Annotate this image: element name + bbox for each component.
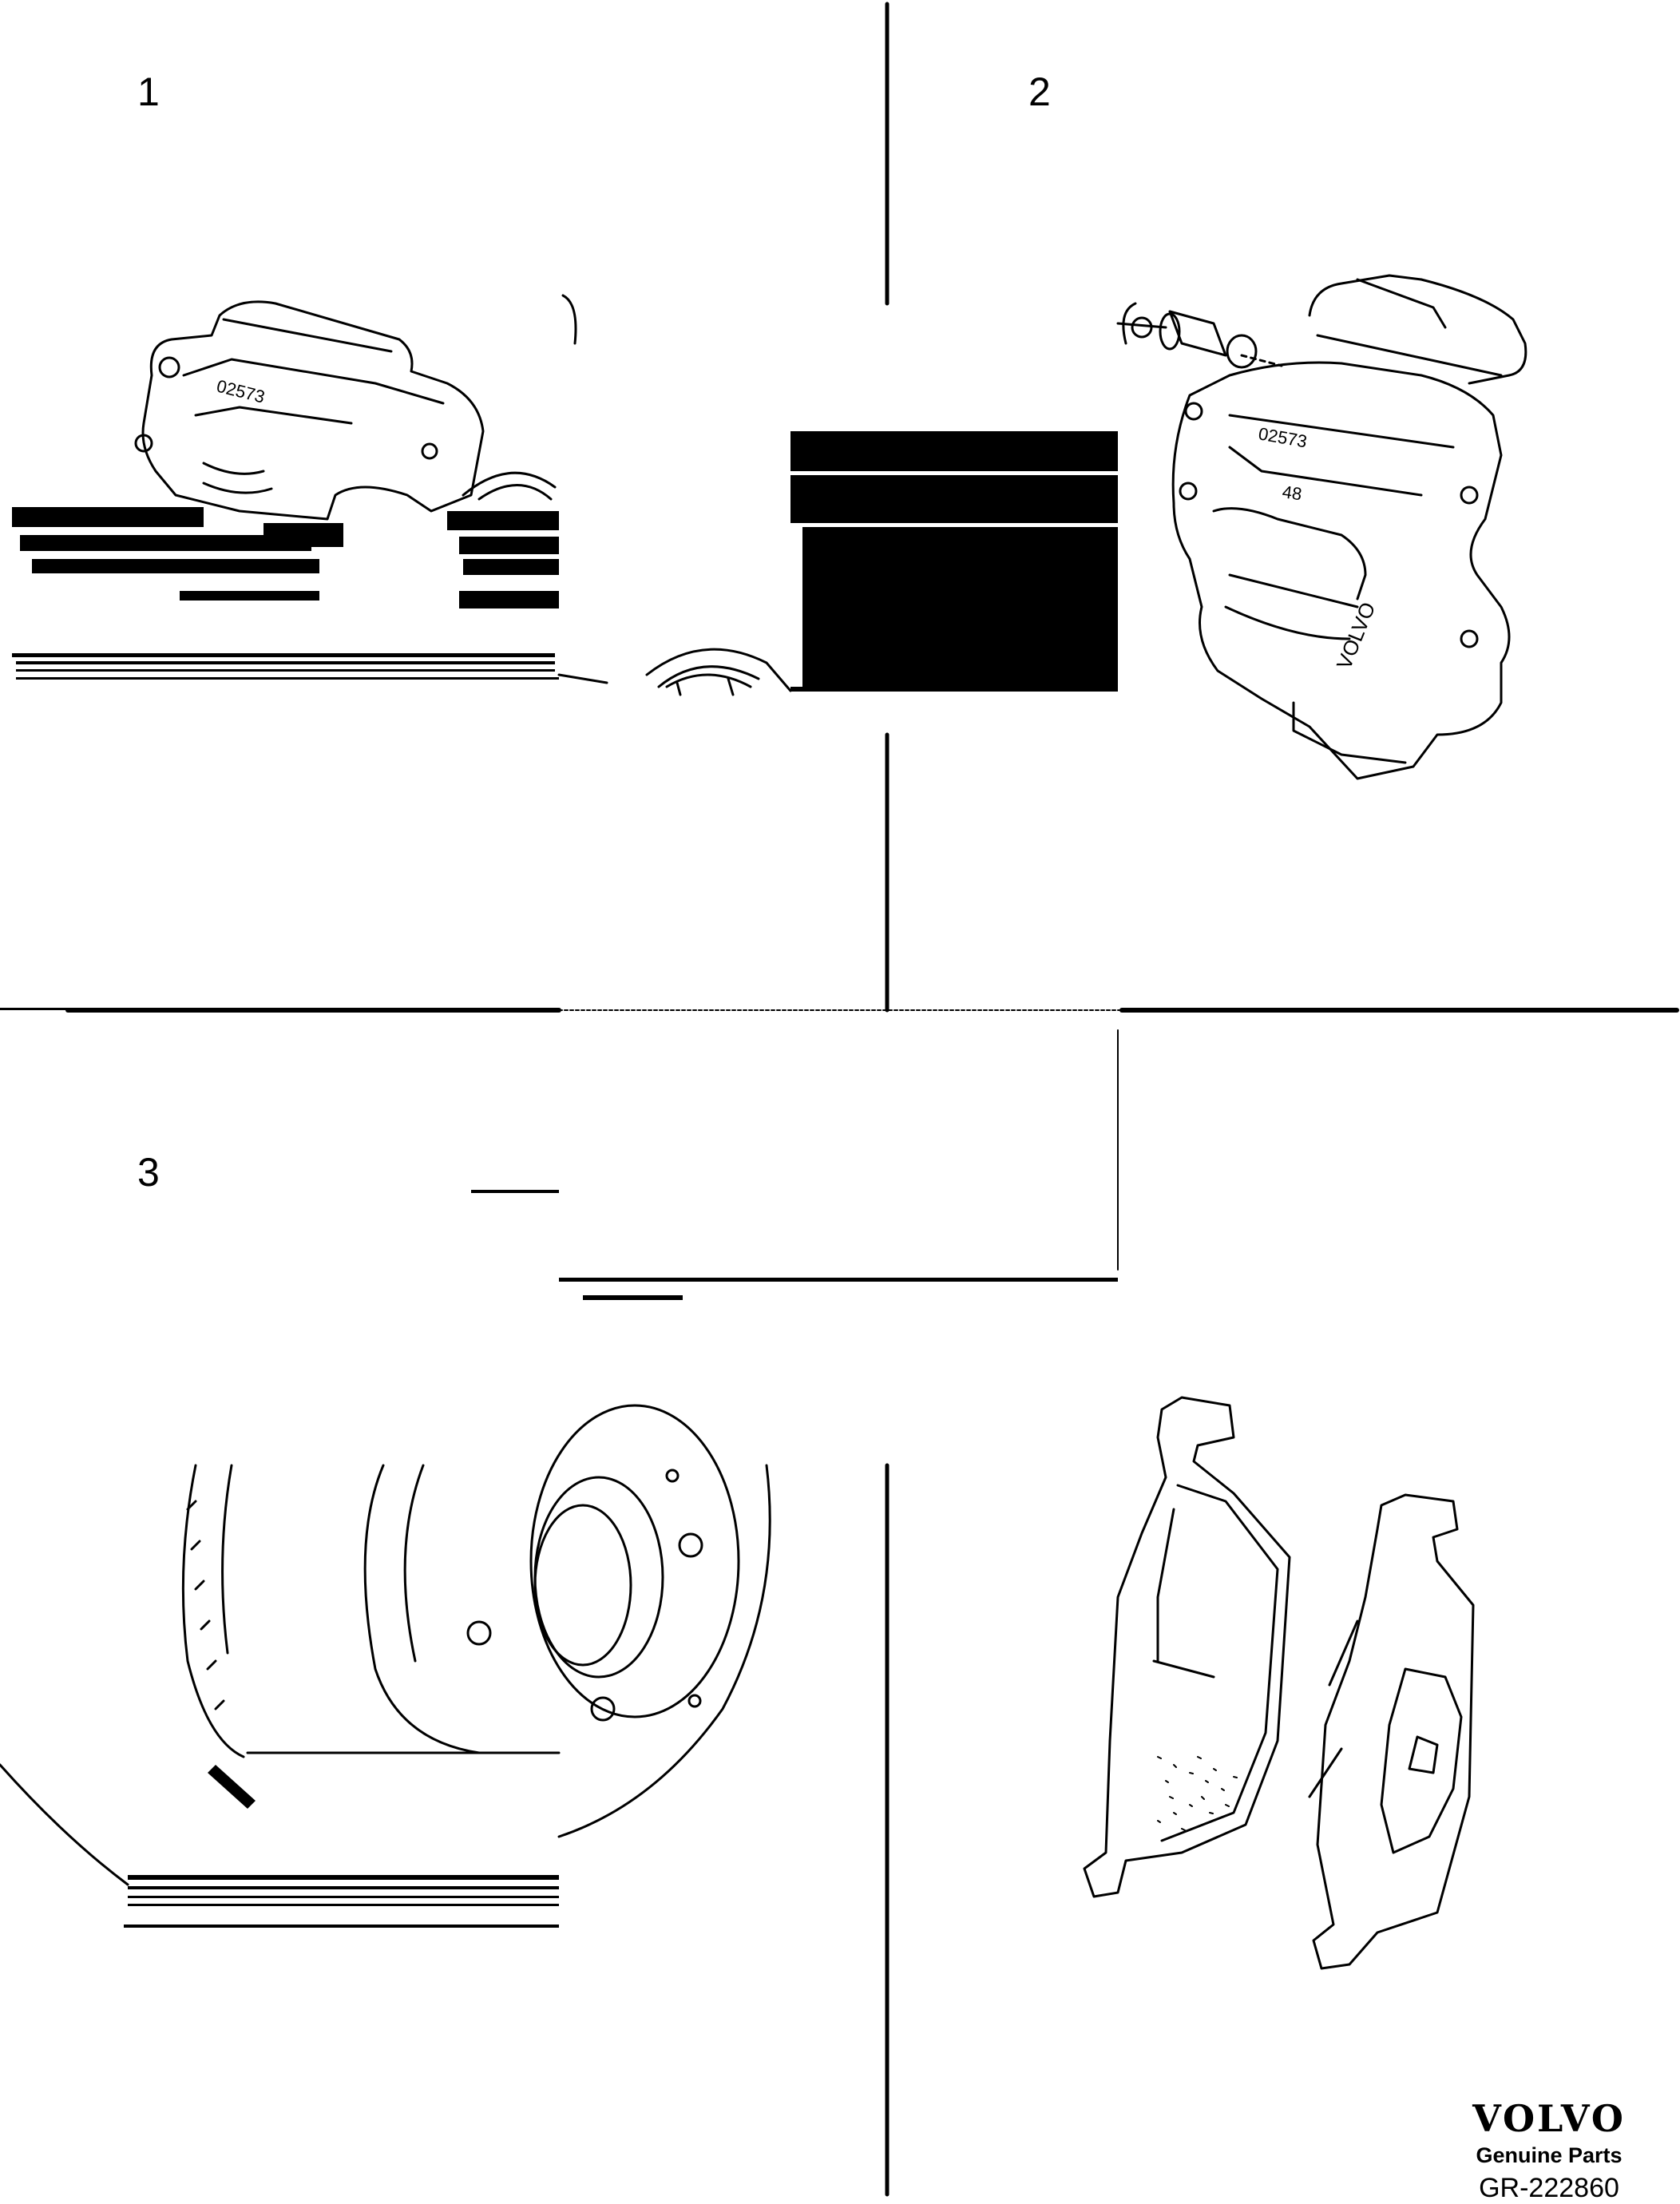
scan-artifacts-3: [124, 1190, 559, 1928]
panel-number-1: 1: [137, 69, 160, 114]
brake-pads-drawing: [1083, 1396, 1475, 1970]
caliper-2-drawing: [1116, 274, 1527, 780]
brake-disc-drawing: [0, 1404, 771, 1886]
friction-material-texture: [1157, 1756, 1238, 1831]
scan-artifacts-1: [0, 507, 559, 1010]
brand-wordmark: VOLVO: [1472, 2097, 1626, 2140]
caliper-1-drawing: [134, 294, 792, 696]
caliper-2-code-marking: 02573: [1257, 423, 1309, 451]
panel-dividers: [65, 2, 1679, 2197]
volvo-genuine-parts-logo: VOLVO Genuine Parts GR-222860: [1437, 2100, 1661, 2204]
caliper-1-code-marking: 02573: [215, 376, 267, 407]
caliper-2-brand-marking: VOLVO: [1332, 599, 1381, 673]
panel-number-3: 3: [137, 1150, 160, 1195]
figure-code: GR-222860: [1479, 2173, 1619, 2203]
scan-artifacts-center: [559, 431, 1118, 1300]
brand-subtitle: Genuine Parts: [1476, 2143, 1623, 2167]
panel-number-2: 2: [1028, 69, 1051, 114]
caliper-2-size-marking: 48: [1281, 482, 1303, 504]
